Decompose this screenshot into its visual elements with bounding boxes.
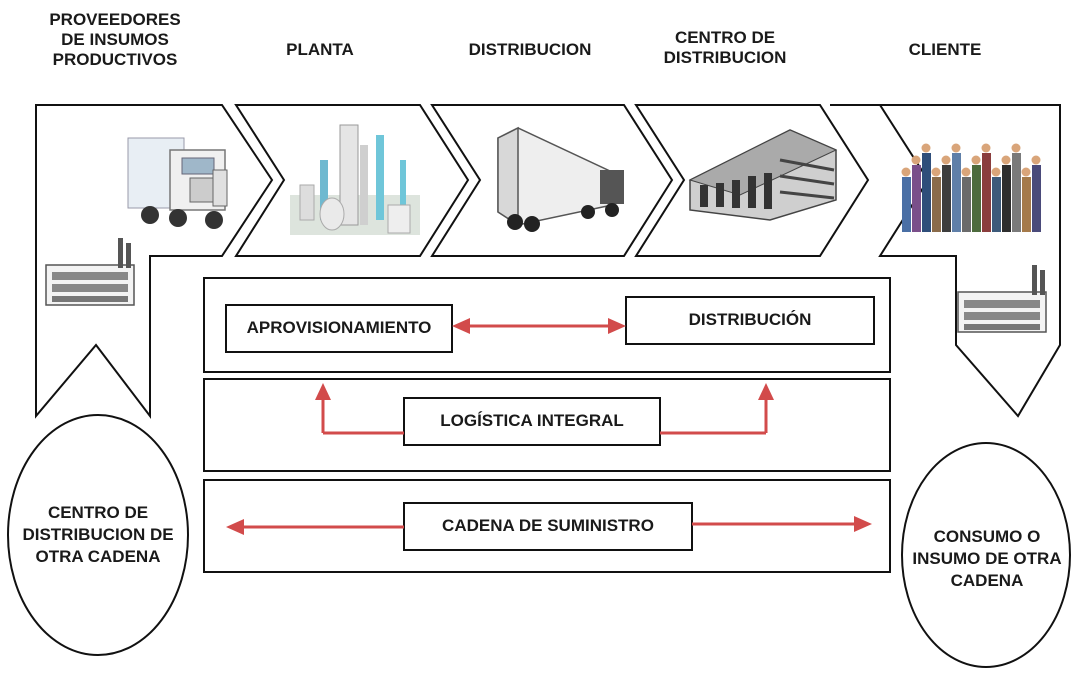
person-body [942, 165, 951, 232]
person-body [992, 177, 1001, 232]
person-body [982, 153, 991, 232]
factory-icon-right [957, 265, 1047, 333]
person-head [951, 143, 961, 153]
person-head [901, 167, 911, 177]
panel-aprovisionamiento-distribucion [203, 277, 891, 373]
stage-label-planta: PLANTA [286, 40, 354, 59]
stage-chevron-cliente [830, 104, 1061, 418]
box-logistica [403, 397, 661, 446]
ellipse-left [7, 414, 189, 656]
person-body [922, 153, 931, 232]
arrowhead-left-top [452, 318, 470, 334]
person-head [1001, 155, 1011, 165]
label-distribucion: DISTRIBUCIÓN [688, 310, 812, 329]
person-body [1012, 153, 1021, 232]
label-ellipse-left: CENTRO DE DISTRIBUCION DE OTRA CADENA [22, 503, 174, 566]
person-head [991, 167, 1001, 177]
person-body [912, 165, 921, 232]
box-aprovisionamiento [225, 304, 453, 353]
people-icon [901, 143, 1041, 232]
person-body [972, 165, 981, 232]
person-head [981, 143, 991, 153]
arrowhead-right-cadena [854, 516, 872, 532]
label-logistica: LOGÍSTICA INTEGRAL [440, 411, 624, 430]
person-head [1031, 155, 1041, 165]
person-head [1021, 167, 1031, 177]
arrowhead-up-left [315, 383, 331, 400]
plant-icon [290, 124, 420, 235]
ellipse-right [901, 442, 1071, 668]
person-body [962, 177, 971, 232]
person-body [1032, 165, 1041, 232]
person-body [902, 177, 911, 232]
person-body [1022, 177, 1031, 232]
box-distribucion [625, 296, 875, 345]
label-cadena: CADENA DE SUMINISTRO [442, 516, 654, 535]
person-head [971, 155, 981, 165]
factory-icon-left [45, 238, 135, 306]
person-head [931, 167, 941, 177]
person-body [1002, 165, 1011, 232]
panel-cadena [203, 479, 891, 573]
person-body [952, 153, 961, 232]
arrowhead-right-top [608, 318, 626, 334]
box-cadena [403, 502, 693, 551]
arrowhead-up-right [758, 383, 774, 400]
stage-label-distribucion: DISTRIBUCION [468, 40, 592, 59]
warehouse-icon [688, 129, 838, 221]
label-ellipse-right: CONSUMO O INSUMO DE OTRA CADENA [912, 527, 1062, 590]
panel-logistica [203, 378, 891, 472]
person-head [961, 167, 971, 177]
person-head [911, 155, 921, 165]
stage-label-proveedores: PROVEEDORES DE INSUMOS PRODUCTIVOS [49, 10, 181, 69]
person-head [941, 155, 951, 165]
person-body [932, 177, 941, 232]
arrowhead-left-cadena [226, 519, 244, 535]
label-aprovisionamiento: APROVISIONAMIENTO [246, 318, 432, 337]
stage-label-cliente: CLIENTE [908, 40, 982, 59]
stage-label-centro: CENTRO DE DISTRIBUCION [663, 28, 787, 67]
trailer-icon [497, 126, 624, 232]
truck-icon [127, 137, 228, 229]
person-head [921, 143, 931, 153]
person-head [1011, 143, 1021, 153]
